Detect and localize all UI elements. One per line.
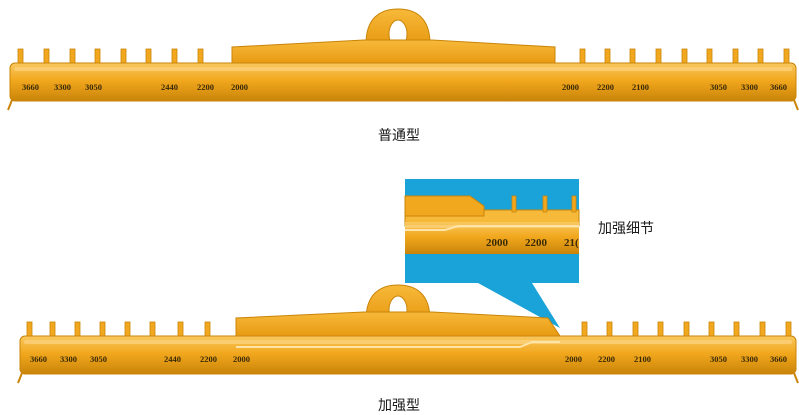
reinforced-right-mark: 3050	[710, 354, 727, 364]
reinforced-left-mark: 2000	[233, 354, 250, 364]
standard-left-mark: 3300	[54, 82, 71, 92]
standard-right-marks: 2000 2200 2100 3050 3300 3660	[562, 82, 787, 92]
standard-beam: 3660 3300 3050 2440 2200 2000 2000 2200 …	[7, 8, 799, 111]
reinforced-left-mark: 3300	[60, 354, 77, 364]
standard-right-mark: 3300	[741, 82, 758, 92]
reinforced-main-bar	[19, 335, 797, 375]
reinforced-beam: 3660 3300 3050 2440 2200 2000 2000 2200 …	[17, 284, 799, 384]
reinforced-right-mark: 2100	[634, 354, 651, 364]
standard-left-mark: 2440	[161, 82, 178, 92]
reinforced-right-teeth	[581, 321, 792, 338]
standard-right-mark: 2000	[562, 82, 579, 92]
standard-right-mark: 2200	[597, 82, 614, 92]
reinforced-right-marks: 2000 2200 2100 3050 3300 3660	[565, 354, 787, 364]
reinforced-left-mark: 3660	[30, 354, 47, 364]
detail-teeth	[511, 195, 577, 213]
standard-left-mark: 3660	[22, 82, 39, 92]
reinforced-caption: 加强型	[378, 398, 420, 414]
standard-center-web	[231, 39, 556, 65]
detail-mark: 2000	[486, 237, 509, 249]
reinforced-left-teeth	[26, 321, 211, 338]
reinforced-right-mark: 2000	[565, 354, 582, 364]
standard-right-teeth	[579, 48, 790, 65]
detail-caption: 加强细节	[598, 221, 654, 237]
standard-left-mark: 3050	[85, 82, 102, 92]
standard-right-mark: 3660	[770, 82, 787, 92]
standard-caption: 普通型	[378, 128, 420, 144]
standard-main-bar	[9, 62, 797, 102]
standard-left-mark: 2000	[231, 82, 248, 92]
reinforced-left-mark: 2440	[164, 354, 181, 364]
detail-mark: 2200	[525, 237, 548, 249]
standard-right-mark: 2100	[632, 82, 649, 92]
reinforced-right-mark: 3300	[741, 354, 758, 364]
reinforced-left-mark: 3050	[90, 354, 107, 364]
detail-callout-wedge	[478, 283, 560, 328]
standard-left-marks: 3660 3300 3050 2440 2200 2000	[22, 82, 248, 92]
reinforced-left-marks: 3660 3300 3050 2440 2200 2000	[30, 354, 250, 364]
standard-right-mark: 3050	[710, 82, 727, 92]
reinforcement-plate-edge	[236, 341, 560, 348]
reinforced-left-mark: 2200	[200, 354, 217, 364]
standard-left-teeth	[17, 48, 204, 65]
detail-mark: 21(	[564, 237, 579, 249]
reinforced-right-mark: 3660	[770, 354, 787, 364]
detail-inset: 2000 2200 21(	[404, 179, 580, 283]
reinforced-center-web	[235, 311, 561, 337]
standard-left-mark: 2200	[197, 82, 214, 92]
reinforced-right-mark: 2200	[598, 354, 615, 364]
